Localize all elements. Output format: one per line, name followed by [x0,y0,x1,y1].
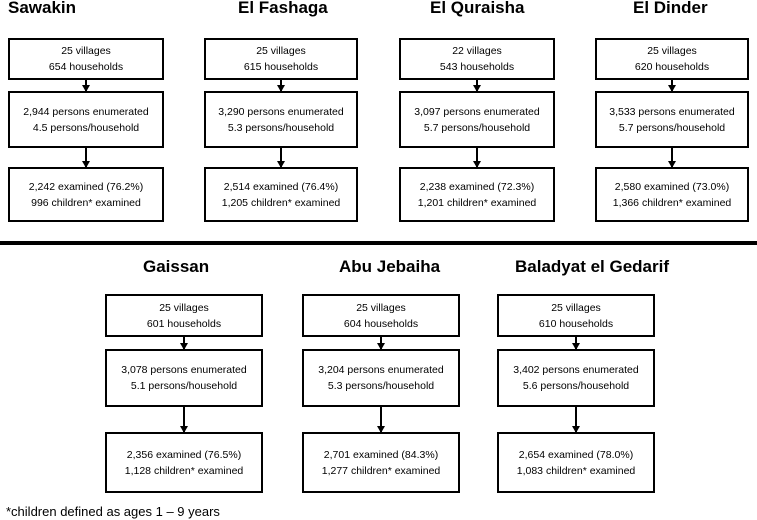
persons-enumerated: 3,078 persons enumerated [121,364,247,376]
persons-per-household: 4.5 persons/household [32,121,140,134]
examined-count: 2,238 examined (72.3%) [419,180,535,193]
examined-count: 2,701 examined (84.3%) [323,448,439,461]
flow-arrow [380,407,382,432]
examined-count: 2,356 examined (76.5%) [126,448,242,461]
persons-box-el-quraisha: 3,097 persons enumerated 5.7 persons/hou… [399,91,555,148]
examined-box-el-fashaga: 2,514 examined (76.4%) 1,205 children* e… [204,167,358,222]
flow-arrow [280,148,282,167]
persons-box-gaissan: 3,078 persons enumerated 5.1 persons/hou… [105,349,263,407]
flow-arrow [671,148,673,167]
examined-box-el-dinder: 2,580 examined (73.0%) 1,366 children* e… [595,167,749,222]
persons-enumerated: 3,290 persons enumerated [218,105,344,118]
flow-arrow [671,80,673,91]
persons-enumerated: 3,533 persons enumerated [609,105,735,118]
households-count: 601 households [146,317,222,330]
households-count: 543 households [439,61,515,73]
villages-count: 25 villages [647,45,697,57]
persons-per-household: 5.6 persons/household [522,380,630,392]
flow-arrow [476,148,478,167]
villages-box-sawakin: 25 villages 654 households [8,38,164,80]
persons-enumerated: 3,402 persons enumerated [513,364,639,376]
persons-box-el-fashaga: 3,290 persons enumerated 5.3 persons/hou… [204,91,358,148]
footnote: *children defined as ages 1 – 9 years [6,504,220,519]
section-divider [0,241,757,245]
villages-count: 25 villages [356,301,406,314]
site-title-sawakin: Sawakin [8,0,77,17]
site-title-el-dinder: El Dinder [633,0,708,17]
villages-count: 25 villages [61,45,111,57]
examined-count: 2,514 examined (76.4%) [223,180,339,193]
children-examined: 1,128 children* examined [124,464,244,477]
examined-box-baladyat-el-gedarif: 2,654 examined (78.0%) 1,083 children* e… [497,432,655,493]
villages-count: 25 villages [256,45,306,57]
children-examined: 1,201 children* examined [417,196,537,209]
flow-arrow [476,80,478,91]
persons-box-el-dinder: 3,533 persons enumerated 5.7 persons/hou… [595,91,749,148]
persons-per-household: 5.3 persons/household [327,380,435,392]
examined-count: 2,580 examined (73.0%) [614,180,730,193]
flow-arrow [575,407,577,432]
households-count: 654 households [48,61,124,73]
persons-enumerated: 3,097 persons enumerated [414,105,540,118]
persons-enumerated: 2,944 persons enumerated [23,105,149,118]
villages-box-el-fashaga: 25 villages 615 households [204,38,358,80]
persons-enumerated: 3,204 persons enumerated [318,364,444,376]
villages-box-el-dinder: 25 villages 620 households [595,38,749,80]
children-examined: 1,366 children* examined [612,196,732,209]
children-examined: 1,083 children* examined [516,464,636,477]
flow-arrow [85,80,87,91]
villages-box-baladyat-el-gedarif: 25 villages 610 households [497,294,655,337]
households-count: 604 households [343,317,419,330]
villages-box-gaissan: 25 villages 601 households [105,294,263,337]
villages-box-el-quraisha: 22 villages 543 households [399,38,555,80]
flow-arrow [380,337,382,349]
examined-box-gaissan: 2,356 examined (76.5%) 1,128 children* e… [105,432,263,493]
examined-count: 2,654 examined (78.0%) [518,448,634,461]
persons-per-household: 5.7 persons/household [618,121,726,134]
villages-count: 25 villages [159,301,209,314]
persons-box-abu-jebaiha: 3,204 persons enumerated 5.3 persons/hou… [302,349,460,407]
children-examined: 996 children* examined [31,196,141,209]
examined-box-sawakin: 2,242 examined (76.2%) 996 children* exa… [8,167,164,222]
persons-per-household: 5.7 persons/household [423,121,531,134]
children-examined: 1,205 children* examined [221,196,341,209]
site-title-gaissan: Gaissan [143,257,210,276]
villages-count: 25 villages [551,301,601,314]
site-title-baladyat-el-gedarif: Baladyat el Gedarif [515,257,670,276]
households-count: 620 households [634,61,710,73]
households-count: 615 households [243,61,319,73]
villages-count: 22 villages [452,45,502,57]
examined-box-el-quraisha: 2,238 examined (72.3%) 1,201 children* e… [399,167,555,222]
flow-arrow [575,337,577,349]
examined-count: 2,242 examined (76.2%) [28,180,144,193]
persons-per-household: 5.1 persons/household [130,380,238,392]
children-examined: 1,277 children* examined [321,464,441,477]
site-title-el-quraisha: El Quraisha [430,0,525,17]
flow-arrow [280,80,282,91]
persons-box-baladyat-el-gedarif: 3,402 persons enumerated 5.6 persons/hou… [497,349,655,407]
persons-box-sawakin: 2,944 persons enumerated 4.5 persons/hou… [8,91,164,148]
flow-arrow [85,148,87,167]
flow-arrow [183,337,185,349]
villages-box-abu-jebaiha: 25 villages 604 households [302,294,460,337]
households-count: 610 households [538,317,614,330]
flow-arrow [183,407,185,432]
site-title-abu-jebaiha: Abu Jebaiha [339,257,441,276]
examined-box-abu-jebaiha: 2,701 examined (84.3%) 1,277 children* e… [302,432,460,493]
site-title-el-fashaga: El Fashaga [238,0,328,17]
persons-per-household: 5.3 persons/household [227,121,335,134]
